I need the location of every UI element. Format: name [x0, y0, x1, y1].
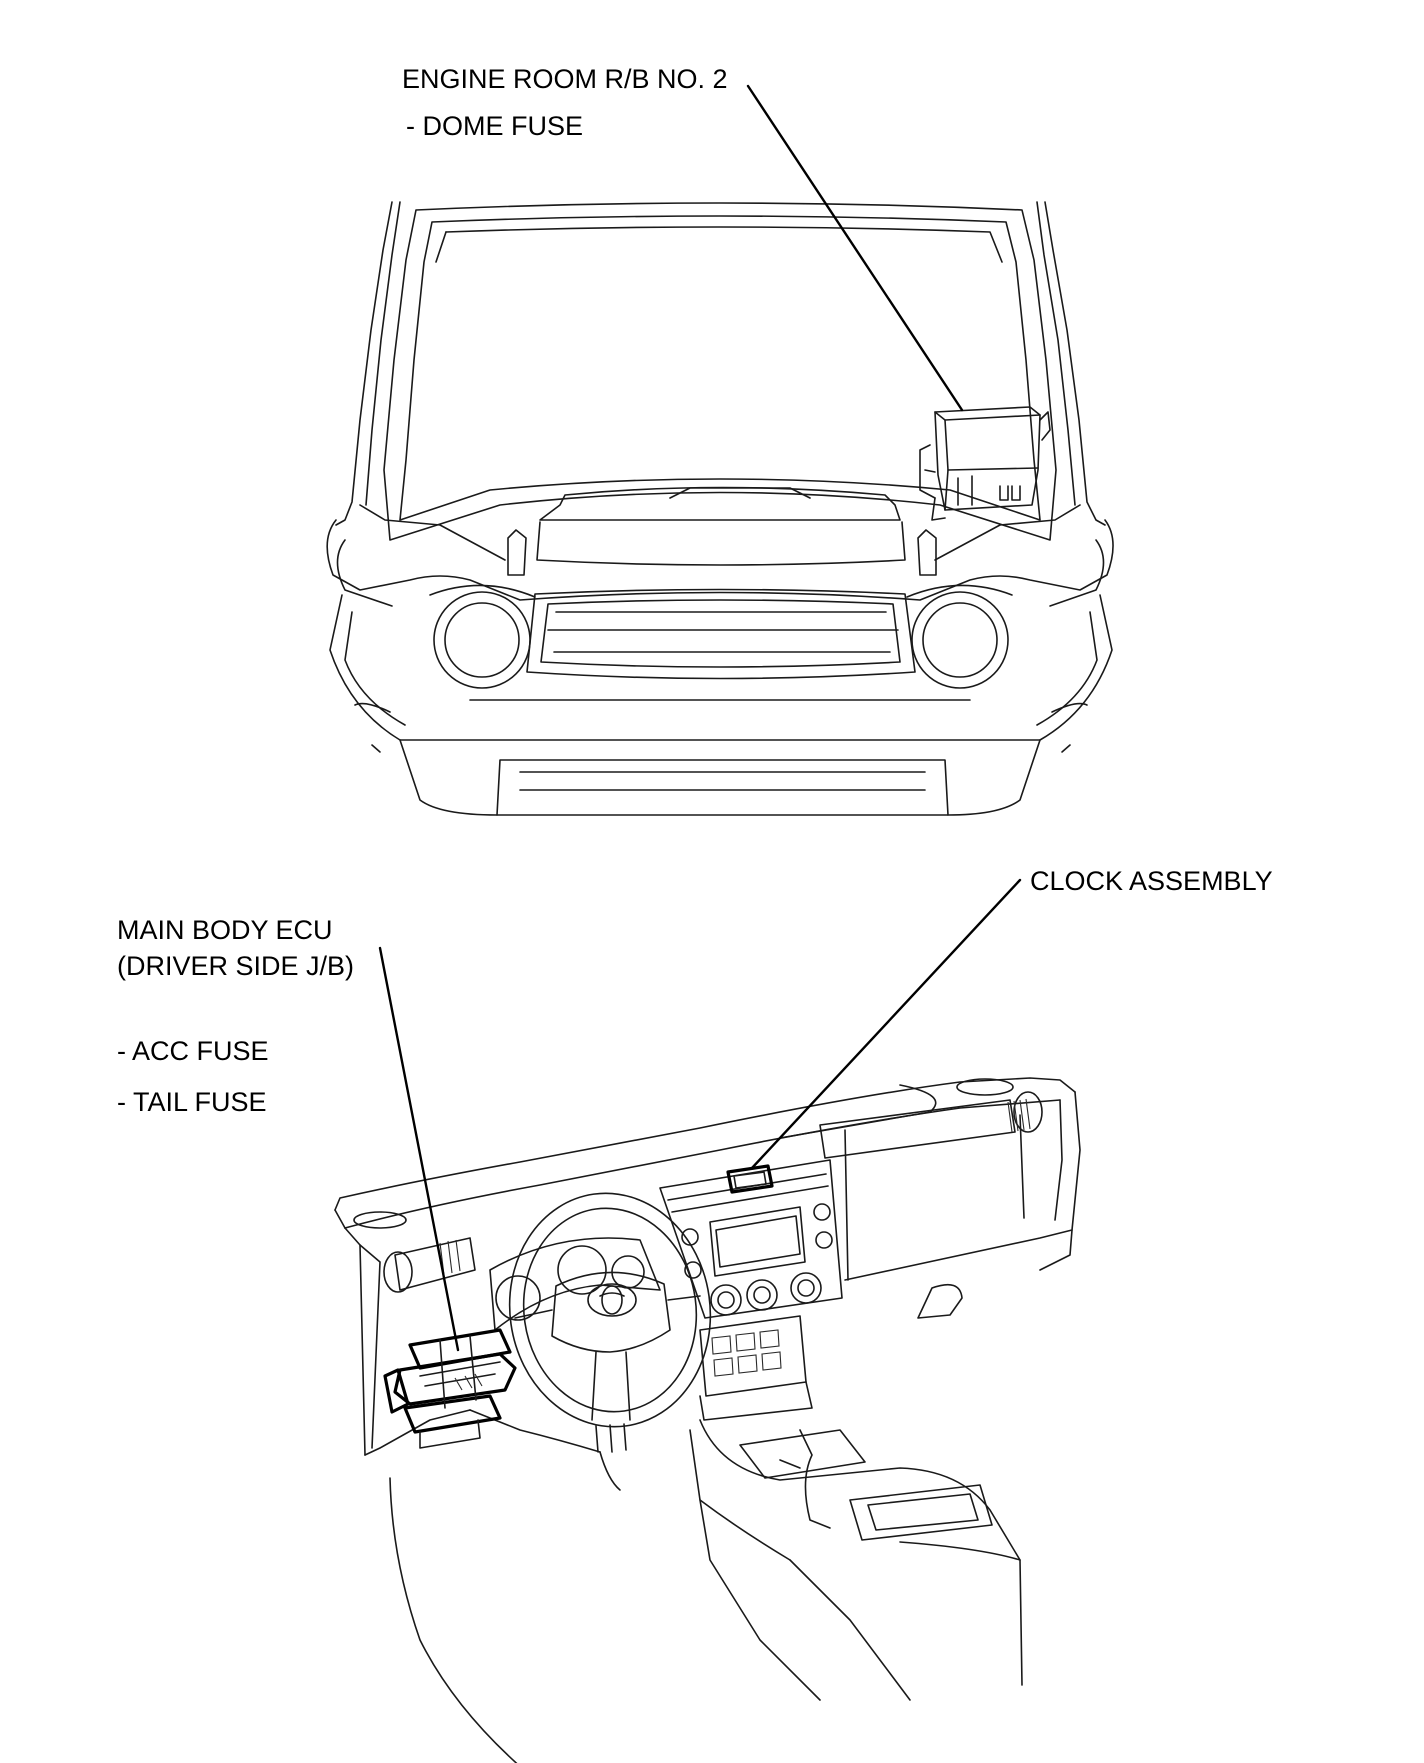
leader-main-body-ecu [378, 946, 460, 1352]
engine-room-relay-block [919, 406, 1051, 521]
center-stack [659, 1159, 843, 1421]
acc-fuse-label: - ACC FUSE [117, 1036, 269, 1066]
clock-assembly [726, 1164, 774, 1194]
leader-engine-room [746, 84, 964, 412]
vehicle-front-view [326, 201, 1114, 816]
leader-lines [378, 84, 1022, 1352]
dash-grab-bar-left [383, 1237, 476, 1293]
gauge-cluster [489, 1237, 661, 1331]
dash-grab-bar-right [819, 1091, 1043, 1159]
steering-wheel [508, 1192, 712, 1453]
left-headlight [429, 584, 536, 689]
driver-side-jb-label: (DRIVER SIDE J/B) [117, 951, 355, 981]
front-bumper [329, 594, 1113, 816]
dome-fuse-label: - DOME FUSE [406, 111, 584, 141]
clock-assembly-label: CLOCK ASSEMBLY [1030, 866, 1273, 896]
main-body-ecu [383, 1328, 517, 1449]
main-body-ecu-label: MAIN BODY ECU [117, 915, 333, 945]
tail-fuse-label: - TAIL FUSE [117, 1087, 267, 1117]
front-grille [526, 588, 916, 680]
instrument-panel-view [334, 1077, 1081, 1763]
right-headlight [906, 584, 1013, 689]
engine-room-rb-label: ENGINE ROOM R/B NO. 2 [402, 64, 728, 94]
center-console [689, 1419, 1023, 1701]
leader-clock-assembly [750, 878, 1022, 1170]
